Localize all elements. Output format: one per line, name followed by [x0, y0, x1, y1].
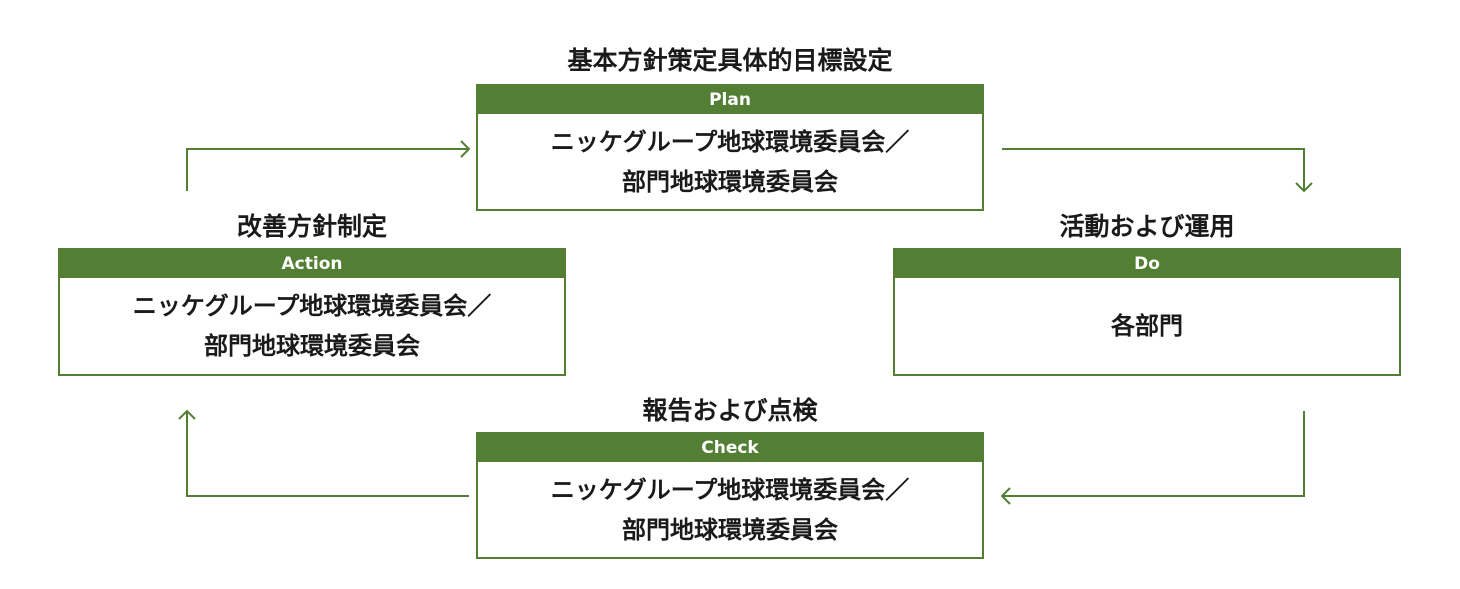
action-line-1: ニッケグループ地球環境委員会／ [132, 292, 492, 320]
plan-header: Plan [478, 86, 982, 114]
do-header: Do [895, 250, 1399, 278]
check-header: Check [478, 434, 982, 462]
action-box: Action ニッケグループ地球環境委員会／ 部門地球環境委員会 [58, 248, 566, 376]
check-line-1: ニッケグループ地球環境委員会／ [550, 475, 910, 504]
arrow-plan-to-do [1002, 148, 1313, 193]
do-box: Do 各部門 [893, 248, 1401, 376]
check-line-2: 部門地球環境委員会 [622, 515, 838, 544]
arrow-check-to-action [178, 409, 469, 497]
check-box: Check ニッケグループ地球環境委員会／ 部門地球環境委員会 [476, 432, 984, 559]
do-body: 各部門 [895, 278, 1399, 374]
action-title: 改善方針制定 [236, 212, 387, 241]
check-title: 報告および点検 [642, 396, 818, 425]
action-body: ニッケグループ地球環境委員会／ 部門地球環境委員会 [60, 278, 564, 374]
do-line-1: 各部門 [1111, 312, 1183, 340]
do-title: 活動および運用 [1059, 212, 1235, 241]
plan-box: Plan ニッケグループ地球環境委員会／ 部門地球環境委員会 [476, 84, 984, 211]
plan-line-1: ニッケグループ地球環境委員会／ [550, 127, 910, 156]
arrow-action-to-plan [186, 140, 471, 191]
arrow-do-to-check [1000, 411, 1305, 505]
plan-line-2: 部門地球環境委員会 [622, 167, 838, 196]
action-header: Action [60, 250, 564, 278]
action-line-2: 部門地球環境委員会 [204, 332, 420, 360]
plan-title: 基本方針策定具体的目標設定 [567, 46, 893, 75]
plan-body: ニッケグループ地球環境委員会／ 部門地球環境委員会 [478, 114, 982, 209]
check-body: ニッケグループ地球環境委員会／ 部門地球環境委員会 [478, 462, 982, 557]
